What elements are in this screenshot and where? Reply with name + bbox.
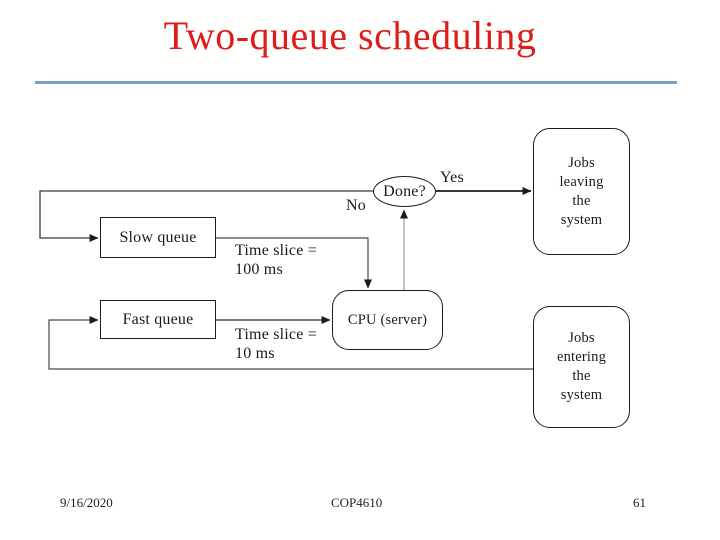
time-slice-fast-label: Time slice = 10 ms	[235, 326, 317, 362]
edge-no-to-slow-queue	[39, 190, 380, 242]
jobs-leaving-node: Jobs leaving the system	[533, 128, 630, 255]
slide-title: Two-queue scheduling	[163, 13, 537, 58]
edge-slow-queue-to-cpu	[216, 237, 372, 289]
cpu-server-node: CPU (server)	[332, 290, 443, 350]
time-slice-slow-label: Time slice = 100 ms	[235, 242, 317, 278]
footer-page-number: 61	[633, 495, 646, 510]
done-decision-node: Done?	[373, 176, 436, 207]
footer-date: 9/16/2020	[60, 495, 113, 510]
slow-queue-node: Slow queue	[100, 217, 216, 258]
edge-entering-to-fast-queue	[48, 316, 533, 370]
no-branch-label: No	[346, 197, 366, 214]
footer-course-code: COP4610	[331, 495, 383, 510]
fast-queue-node: Fast queue	[100, 300, 216, 339]
title-underline	[35, 81, 677, 84]
yes-branch-label: Yes	[440, 169, 464, 186]
jobs-entering-node: Jobs entering the system	[533, 306, 630, 428]
